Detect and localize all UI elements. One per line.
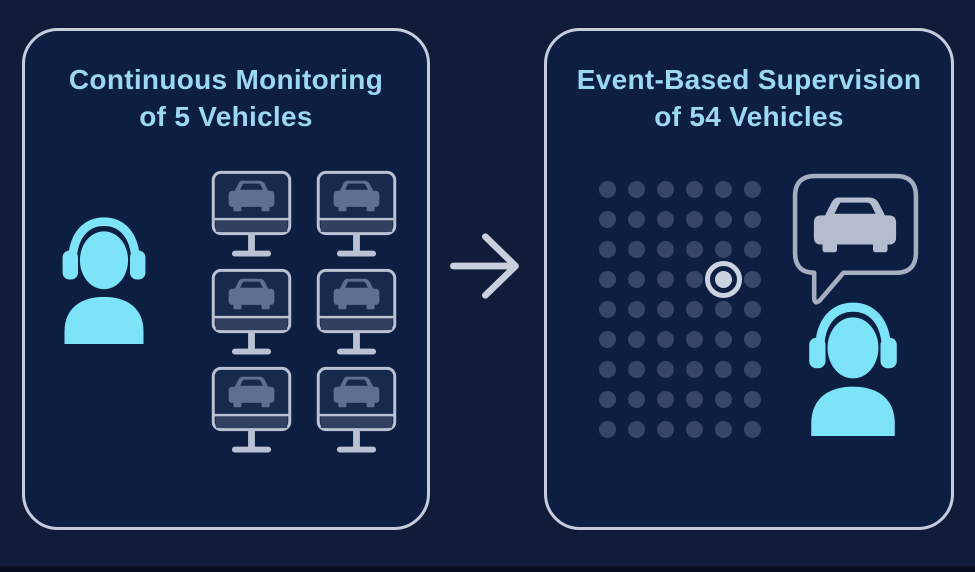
monitor-icon bbox=[316, 170, 397, 257]
vehicle-dot bbox=[657, 301, 674, 318]
monitor-icon bbox=[211, 268, 292, 355]
monitor-icon bbox=[211, 366, 292, 453]
monitor-with-car-icon bbox=[314, 365, 399, 457]
vehicle-dot bbox=[657, 391, 674, 408]
vehicle-dot bbox=[657, 421, 674, 438]
vehicle-dot bbox=[744, 181, 761, 198]
vehicle-dot bbox=[657, 271, 674, 288]
bottom-edge-strip bbox=[0, 566, 975, 572]
person-with-headset-icon bbox=[809, 302, 897, 437]
vehicle-dot bbox=[628, 331, 645, 348]
vehicle-dot bbox=[744, 331, 761, 348]
car-front-icon bbox=[228, 376, 275, 407]
car-front-icon bbox=[813, 197, 897, 253]
car-front-icon bbox=[333, 376, 380, 407]
right-panel-title: Event-Based Supervision of 54 Vehicles bbox=[547, 61, 951, 135]
vehicle-dot bbox=[599, 361, 616, 378]
speech-bubble-with-car-icon bbox=[792, 173, 919, 305]
person-with-headset-icon bbox=[62, 217, 146, 345]
vehicle-dot bbox=[628, 391, 645, 408]
event-based-supervision-panel: Event-Based Supervision of 54 Vehicles bbox=[544, 28, 954, 530]
vehicle-dot bbox=[686, 361, 703, 378]
right-arrow-icon bbox=[448, 226, 528, 314]
vehicle-dot bbox=[686, 211, 703, 228]
vehicle-dot bbox=[686, 391, 703, 408]
vehicle-dot bbox=[744, 301, 761, 318]
vehicle-dot bbox=[715, 361, 732, 378]
monitor-icon bbox=[211, 170, 292, 257]
vehicle-dot bbox=[744, 391, 761, 408]
title-line-1: Continuous Monitoring bbox=[68, 64, 384, 95]
vehicle-dot bbox=[744, 421, 761, 438]
vehicle-dot bbox=[715, 181, 732, 198]
vehicle-dot bbox=[628, 421, 645, 438]
vehicle-dot bbox=[686, 241, 703, 258]
left-panel-title: Continuous Monitoring of 5 Vehicles bbox=[25, 61, 427, 135]
vehicle-dot bbox=[715, 421, 732, 438]
vehicle-dot bbox=[599, 391, 616, 408]
car-front-icon bbox=[228, 278, 275, 309]
vehicle-dot bbox=[657, 331, 674, 348]
title-line-2: of 54 Vehicles bbox=[654, 101, 844, 132]
vehicle-dot bbox=[599, 241, 616, 258]
monitor-with-car-icon bbox=[314, 169, 399, 261]
vehicle-dot bbox=[599, 331, 616, 348]
vehicle-dot bbox=[599, 211, 616, 228]
vehicle-dot bbox=[744, 241, 761, 258]
vehicle-dot bbox=[686, 271, 703, 288]
vehicle-dot bbox=[744, 211, 761, 228]
monitor-with-car-icon bbox=[209, 169, 294, 261]
vehicle-dot bbox=[628, 301, 645, 318]
vehicle-dot-grid bbox=[599, 181, 761, 438]
monitor-icon bbox=[316, 366, 397, 453]
vehicle-dot bbox=[686, 421, 703, 438]
vehicle-dot bbox=[599, 271, 616, 288]
monitor-with-car-icon bbox=[314, 267, 399, 359]
vehicle-dot bbox=[715, 241, 732, 258]
monitor-with-car-icon bbox=[209, 267, 294, 359]
vehicle-dot bbox=[715, 301, 732, 318]
vehicle-dot bbox=[628, 361, 645, 378]
car-front-icon bbox=[228, 180, 275, 212]
vehicle-dot bbox=[744, 271, 761, 288]
vehicle-dot bbox=[628, 271, 645, 288]
vehicle-dot bbox=[686, 331, 703, 348]
monitor-with-car-icon bbox=[209, 365, 294, 457]
vehicle-dot bbox=[686, 301, 703, 318]
monitor-icon bbox=[316, 268, 397, 355]
vehicle-dot bbox=[744, 361, 761, 378]
car-front-icon bbox=[333, 278, 380, 309]
event-alert-bubble bbox=[789, 171, 922, 319]
monitor-grid bbox=[209, 169, 399, 456]
car-front-icon bbox=[333, 180, 380, 212]
title-line-1: Event-Based Supervision bbox=[576, 64, 922, 95]
vehicle-dot bbox=[657, 361, 674, 378]
operator-left bbox=[51, 214, 157, 349]
vehicle-dot bbox=[599, 301, 616, 318]
vehicle-dot bbox=[715, 211, 732, 228]
vehicle-dot bbox=[628, 181, 645, 198]
vehicle-dot bbox=[628, 241, 645, 258]
title-line-2: of 5 Vehicles bbox=[139, 101, 313, 132]
vehicle-dot bbox=[599, 181, 616, 198]
vehicle-dot bbox=[657, 241, 674, 258]
vehicle-dot bbox=[599, 421, 616, 438]
vehicle-dot bbox=[628, 211, 645, 228]
highlighted-vehicle-dot bbox=[705, 261, 742, 298]
vehicle-dot bbox=[657, 211, 674, 228]
vehicle-dot bbox=[715, 391, 732, 408]
vehicle-dot bbox=[715, 331, 732, 348]
operator-right bbox=[797, 299, 909, 441]
vehicle-dot bbox=[657, 181, 674, 198]
vehicle-dot bbox=[686, 181, 703, 198]
continuous-monitoring-panel: Continuous Monitoring of 5 Vehicles bbox=[22, 28, 430, 530]
